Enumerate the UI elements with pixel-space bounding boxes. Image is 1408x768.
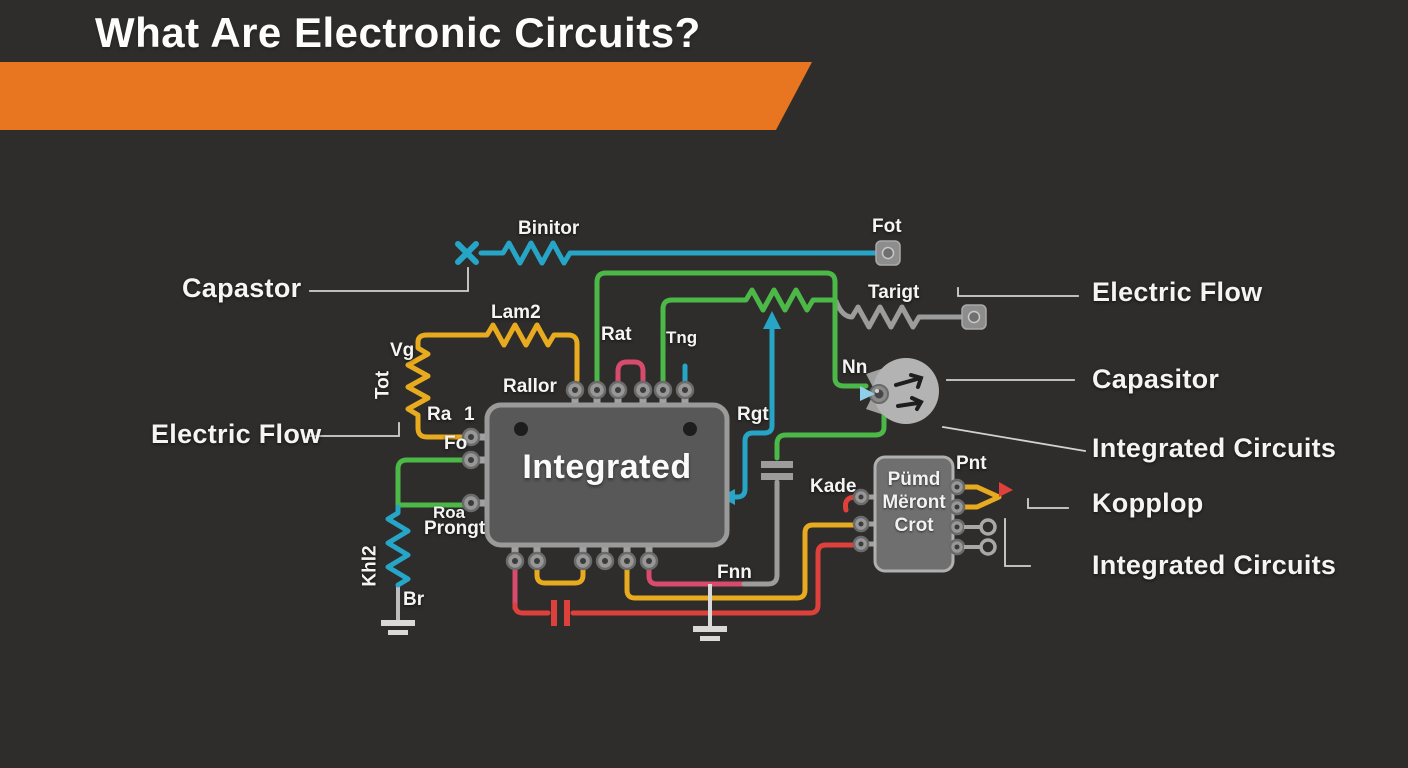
main-chip-body [484, 402, 730, 548]
flow-arrow-wire [731, 324, 775, 500]
callout-line-kopplop [1027, 498, 1069, 509]
chip-dot-right [683, 422, 697, 436]
red-bottom-wire-right [570, 542, 857, 616]
binitor-resistor-wire [478, 240, 879, 266]
cyan-flow-arrows [682, 311, 781, 505]
rat-outer-green-loop [594, 270, 869, 389]
tarigt-resistor-wire [833, 298, 965, 330]
ground-bar-1 [693, 626, 727, 632]
red-bottom-wire-left [512, 602, 551, 616]
title-ribbon [0, 62, 812, 130]
label-ra: Ra [427, 404, 452, 425]
label-nn: Nn [842, 357, 868, 378]
label-br: Br [403, 589, 425, 610]
label-prongt: Prongt [424, 518, 486, 539]
bottom-yellow-long-wire [624, 522, 857, 601]
callout-label-kopplop: Kopplop [1092, 488, 1204, 518]
callout-label-capastor: Capastor [182, 273, 302, 303]
callout-label-integrated-2: Integrated Circuits [1092, 550, 1337, 580]
callout-label-integrated-1: Integrated Circuits [1092, 433, 1337, 463]
small-chip [852, 455, 997, 573]
transistor-arrow-upper [894, 373, 924, 389]
label-rat: Rat [601, 324, 632, 345]
small-chip-line-3: Crot [894, 515, 934, 536]
output-chevron-wire [960, 484, 1002, 510]
gray-capacitor-plate-2 [761, 473, 793, 480]
callout-line-electric-flow-left [307, 422, 400, 437]
label-fo: Fo [444, 433, 468, 454]
x-terminal-marker [455, 241, 479, 265]
label-kade: Kade [810, 476, 857, 497]
transistor-arrow-lower [896, 396, 924, 411]
small-chip-right-pins [948, 478, 966, 556]
tot-lam2-resistor-loop [405, 322, 580, 440]
fot-terminal-dot [881, 246, 895, 260]
pink-to-ground-wire [646, 565, 747, 587]
transistor-to-capacitor-wire [774, 400, 887, 461]
callout-label-electric-flow-left: Electric Flow [151, 419, 322, 449]
gray-capacitor-plate-1 [761, 461, 793, 468]
green-wires [395, 270, 887, 508]
label-fot: Fot [872, 216, 902, 237]
callout-lines [307, 267, 1087, 567]
label-rgt: Rgt [737, 404, 769, 425]
callout-label-electric-flow-right: Electric Flow [1092, 277, 1263, 307]
capacitor-bottom-wire [741, 479, 780, 587]
tarigt-terminal-dot [967, 310, 981, 324]
callout-line-capastor-left [309, 267, 469, 292]
inner-green-loop-resistor [660, 287, 838, 386]
ground-bar-2 [700, 636, 720, 641]
gray-passives [381, 461, 793, 641]
label-vg: Vg [390, 340, 415, 361]
label-pin1: 1 [464, 404, 475, 425]
yellow-wires [405, 322, 1002, 601]
output-arrow-head [999, 482, 1013, 497]
main-chip-pins [461, 380, 695, 571]
label-tng: Tng [666, 328, 698, 347]
open-stub-wires [964, 525, 980, 549]
open-terminal-1 [979, 518, 997, 536]
ground-left-bar-1 [381, 620, 415, 626]
label-fnn: Fnn [717, 562, 752, 583]
red-capacitor-plate-1 [551, 600, 557, 626]
red-capacitor-plate-2 [564, 600, 570, 626]
callout-line-electric-flow-right [957, 287, 1079, 297]
ground-left-bar-2 [388, 630, 408, 635]
label-binitor: Binitor [518, 218, 580, 239]
small-chip-line-1: Pümd [887, 469, 941, 490]
transistor [860, 358, 939, 424]
label-khl2: Khl2 [359, 545, 381, 587]
transistor-body [873, 358, 939, 424]
label-tot: Tot [372, 370, 394, 400]
flow-arrow-up-head [763, 311, 781, 329]
label-pnt: Pnt [956, 453, 987, 474]
top-pins [565, 380, 695, 400]
bottom-yellow-u-wire [534, 565, 586, 586]
open-terminal-2 [979, 538, 997, 556]
label-roa: Roa [433, 503, 466, 522]
tarigt-branch [833, 298, 987, 330]
left-pins [461, 427, 481, 513]
page-title: What Are Electronic Circuits? [95, 9, 701, 56]
left-green-loop [395, 457, 474, 508]
nn-input-arrow [860, 386, 875, 401]
label-rallor: Rallor [503, 376, 557, 397]
callout-label-capasitor: Capasitor [1092, 364, 1220, 394]
main-chip-label: Integrated [522, 448, 692, 486]
top-pink-loop [615, 359, 646, 386]
label-tarigt: Tarigt [868, 282, 920, 303]
small-chip-left-pins [852, 488, 870, 553]
chip-dot-left [514, 422, 528, 436]
bottom-pins [505, 551, 659, 571]
callout-line-integrated-1 [941, 425, 1087, 453]
main-chip [461, 380, 730, 571]
transistor-pin-highlight [875, 389, 879, 393]
label-lam2: Lam2 [491, 302, 541, 323]
small-chip-line-2: Mëront [882, 492, 946, 513]
khl2-resistor [385, 504, 411, 588]
binitor-branch [455, 240, 901, 266]
pink-wires [512, 359, 747, 611]
callout-line-integrated-2 [1004, 518, 1031, 567]
